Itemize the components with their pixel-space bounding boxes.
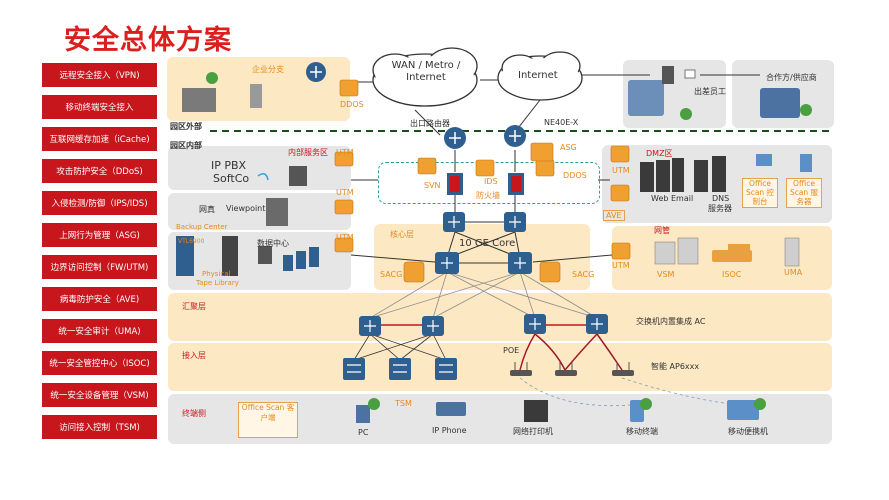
viewpoint-label: Viewpoint <box>226 204 266 213</box>
core-layer-label: 核心层 <box>390 230 414 239</box>
utm-label-1: UTM <box>336 148 354 157</box>
sidebar-item-tsm[interactable]: 访问接入控制（TSM) <box>42 415 157 439</box>
internet-cloud-label: Internet <box>518 70 558 81</box>
web-email-label: Web Email <box>651 194 694 203</box>
sacg-right-label: SACG <box>572 270 595 279</box>
viewpoint-zone <box>168 193 351 230</box>
sidebar-item-vpn[interactable]: 远程安全接入（VPN) <box>42 63 157 87</box>
inside-label: 园区内部 <box>170 141 202 150</box>
asg-label: ASG <box>560 143 577 152</box>
ip-phone-label: IP Phone <box>432 426 467 435</box>
office-scan-client-label: Office Scan 客户端 <box>238 402 298 438</box>
office-scan-console-label: Office Scan 控制台 <box>742 178 778 208</box>
svn-label: SVN <box>424 181 441 190</box>
mobile-label: 移动终端 <box>626 427 658 436</box>
ddos-top-label: DDOS <box>340 100 364 109</box>
netmgmt-label: 网管 <box>654 226 670 235</box>
sidebar-item-mobile-access[interactable]: 移动终端安全接入 <box>42 95 157 119</box>
softco-label: SoftCo <box>213 172 250 185</box>
outside-label: 园区外部 <box>170 122 202 131</box>
utm-label-2: UTM <box>336 188 354 197</box>
tape-library-label: Tape Library <box>196 279 239 287</box>
physical-label: Physical <box>202 270 231 278</box>
internal-server-zone <box>168 146 351 190</box>
utm-nm-label: UTM <box>612 261 630 270</box>
ddos-mid-label: DDOS <box>563 171 587 180</box>
convergence-zone <box>168 293 832 341</box>
partner-label: 合作方/供应商 <box>766 73 817 82</box>
ids-label: IDS <box>484 177 498 186</box>
utm-dmz-label: UTM <box>612 166 630 175</box>
dns-server-label: 服务器 <box>708 204 732 213</box>
sidebar-item-fw-utm[interactable]: 边界访问控制（FW/UTM) <box>42 255 157 279</box>
backup-center-label: Backup Center <box>176 223 228 231</box>
page-title: 安全总体方案 <box>64 25 232 56</box>
terminal-label: 终端侧 <box>182 409 206 418</box>
isoc-label: ISOC <box>722 270 742 279</box>
pc-label: PC <box>358 428 369 437</box>
switch-ac-label: 交换机内置集成 AC <box>636 317 706 326</box>
traveler-label: 出差员工 <box>694 87 726 96</box>
convergence-label: 汇聚层 <box>182 302 206 311</box>
access-zone <box>168 343 832 391</box>
internal-server-label: 内部服务区 <box>288 148 328 157</box>
sidebar-item-asg[interactable]: 上网行为管理（ASG) <box>42 223 157 247</box>
sidebar-item-ave[interactable]: 病毒防护安全（AVE) <box>42 287 157 311</box>
ne40e-label: NE40E-X <box>544 118 579 127</box>
vtl-label: VTL6900 <box>178 238 205 245</box>
tsm-label: TSM <box>395 399 412 408</box>
ave-label: AVE <box>603 210 625 221</box>
access-label: 接入层 <box>182 351 206 360</box>
ap-label: 智能 AP6xxx <box>651 362 700 371</box>
office-scan-server-label: Office Scan 服务器 <box>786 178 822 208</box>
wan-cloud-label: WAN / Metro / Internet <box>391 60 461 83</box>
vsm-label: VSM <box>657 270 675 279</box>
sidebar-item-isoc[interactable]: 统一安全管控中心（ISOC) <box>42 351 157 375</box>
printer-label: 网络打印机 <box>513 427 553 436</box>
dmz-label: DMZ区 <box>646 149 673 158</box>
dns-label: DNS <box>712 194 730 203</box>
sidebar-item-icache[interactable]: 互联网缓存加速（iCache) <box>42 127 157 151</box>
utm-label-3: UTM <box>336 233 354 242</box>
exit-router-label: 出口路由器 <box>410 119 450 128</box>
firewall-label: 防火墙 <box>476 191 500 200</box>
sacg-left-label: SACG <box>380 270 403 279</box>
sidebar-item-vsm[interactable]: 统一安全设备管理（VSM) <box>42 383 157 407</box>
sidebar-item-ips-ids[interactable]: 入侵检测/防御（IPS/IDS) <box>42 191 157 215</box>
sidebar-item-ddos[interactable]: 攻击防护安全（DDoS) <box>42 159 157 183</box>
datacenter-label: 数据中心 <box>257 239 289 248</box>
branch-label: 企业分支 <box>252 65 284 74</box>
router-icon <box>306 62 526 149</box>
uma-label: UMA <box>784 268 803 277</box>
core-label: 10 GE Core <box>459 238 516 249</box>
laptop-label: 移动便携机 <box>728 427 768 436</box>
poe-label: POE <box>503 346 520 355</box>
ip-pbx-label: IP PBX <box>211 159 247 172</box>
sidebar-item-uma[interactable]: 统一安全审计（UMA) <box>42 319 157 343</box>
telepresence-label: 网真 <box>199 205 215 214</box>
